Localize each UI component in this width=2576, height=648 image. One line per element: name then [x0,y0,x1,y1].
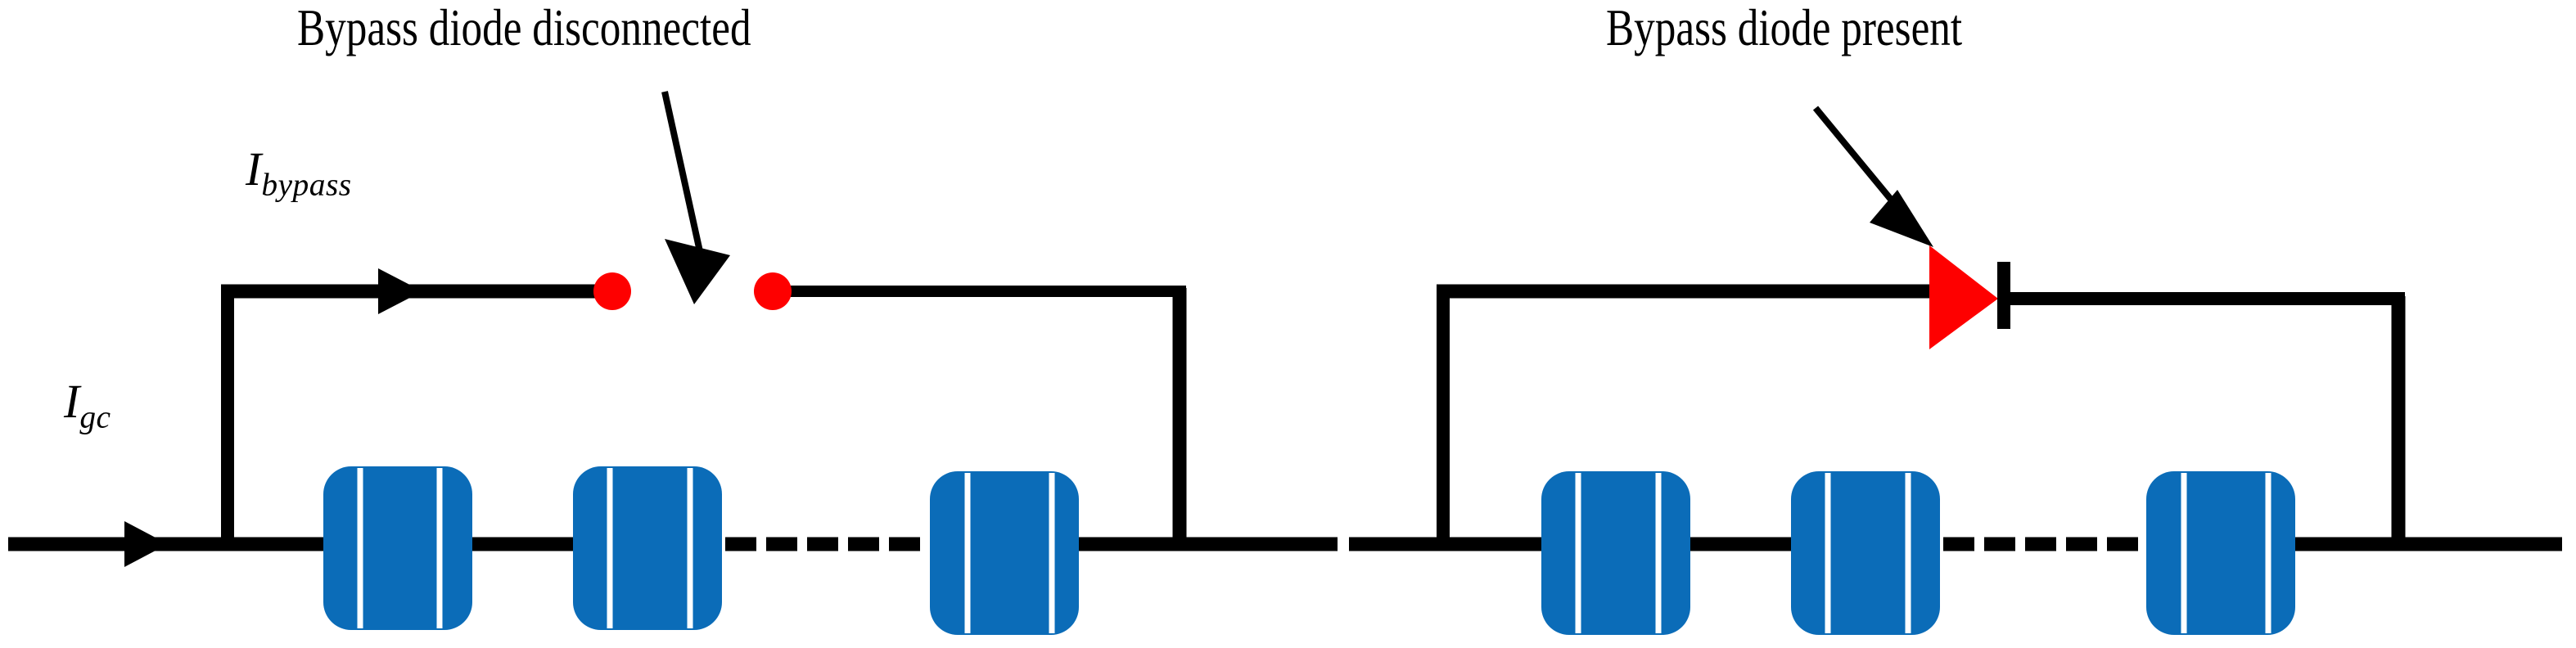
solar-cell [323,466,472,630]
left-string-cells [323,466,1079,635]
ibypass-flow-arrow-icon [378,268,422,314]
right-annotation-arrow [1812,106,1933,247]
solar-cell-body [1541,471,1690,635]
solar-cell-body [323,466,472,630]
bypass-diode-disconnected-label: Bypass diode disconnected [297,0,751,56]
solar-cell [1541,471,1690,635]
solar-cell-body [930,471,1079,635]
solar-cell-body [573,466,722,630]
bypass-diode-cathode-bar-icon [1997,262,2010,329]
solar-cell [1791,471,1940,635]
i-bypass-symbol: I [246,142,262,196]
i-bypass-subscript: bypass [261,166,352,203]
left-annotation-arrow [661,91,730,304]
disconnect-terminal-dot-left [593,272,631,310]
left-annotation-arrow-head-icon [665,239,730,304]
right-bypass-branch [1437,245,2406,551]
igc-flow-arrow-icon [124,521,168,567]
bypass-diode-present-label: Bypass diode present [1606,0,1963,56]
disconnect-terminal-dot-right [754,272,792,310]
solar-cell [573,466,722,630]
right-string-cells [1541,471,2295,635]
i-gc-current-label: Igc [64,378,111,434]
solar-cell [930,471,1079,635]
solar-cell-body [1791,471,1940,635]
solar-cell [2146,471,2295,635]
left-bypass-branch [221,268,1187,551]
solar-cell-body [2146,471,2295,635]
i-gc-subscript: gc [79,398,111,435]
right-annotation-arrow-head-icon [1870,190,1933,247]
i-bypass-current-label: Ibypass [246,146,352,201]
bypass-diode-triangle-icon [1929,245,1998,349]
i-gc-symbol: I [64,375,80,428]
left-annotation-arrow-shaft [661,91,707,271]
